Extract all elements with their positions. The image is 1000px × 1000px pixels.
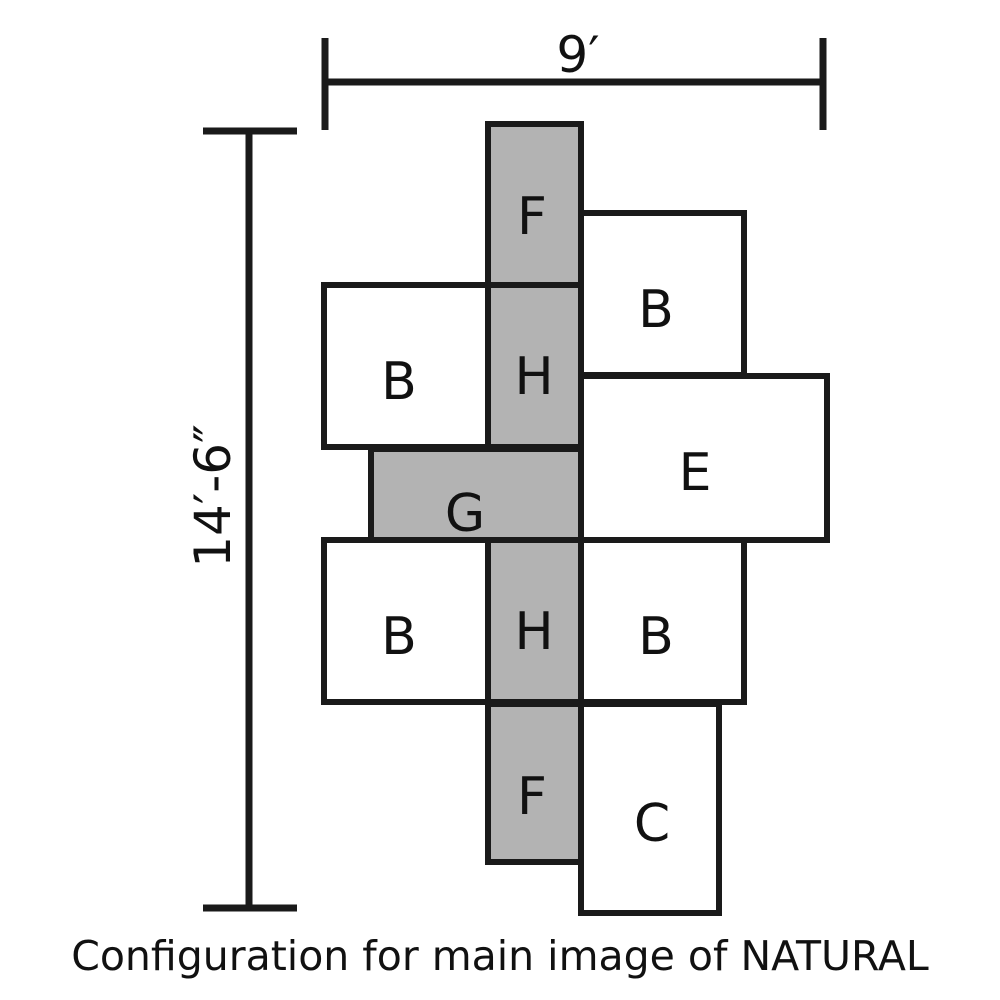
piece-label: F [517, 187, 547, 247]
height-dimension: 14′-6″ [184, 127, 297, 912]
piece-rect [485, 537, 584, 705]
piece-label: B [638, 607, 674, 667]
piece-rect [485, 701, 584, 865]
piece-label: B [381, 352, 417, 412]
piece-b: B [321, 282, 491, 450]
piece-rect [368, 446, 584, 543]
piece-label: H [514, 602, 553, 662]
piece-h: H [485, 537, 584, 705]
width-dimension-label: 9′ [556, 26, 599, 84]
width-dimension: 9′ [321, 26, 827, 130]
piece-g: G [368, 446, 584, 544]
caption: Configuration for main image of NATURAL [71, 932, 929, 980]
piece-b: B [578, 537, 747, 705]
piece-e: E [578, 373, 830, 543]
piece-rect [578, 701, 722, 916]
piece-rect [578, 373, 830, 543]
piece-h: H [485, 282, 584, 450]
height-dimension-label: 14′-6″ [184, 424, 242, 568]
piece-b: B [578, 210, 747, 378]
piece-c: C [578, 701, 722, 916]
piece-label: C [634, 794, 670, 854]
piece-f: F [485, 701, 584, 865]
piece-label: G [445, 484, 485, 544]
piece-label: F [517, 767, 547, 827]
piece-label: B [638, 280, 674, 340]
stone-pieces: F B B H E G B H B F C [321, 121, 830, 916]
piece-f: F [485, 121, 584, 289]
piece-label: H [514, 347, 553, 407]
piece-b: B [321, 537, 491, 705]
piece-rect [321, 537, 491, 705]
piece-label: E [679, 443, 712, 503]
piece-label: B [381, 607, 417, 667]
